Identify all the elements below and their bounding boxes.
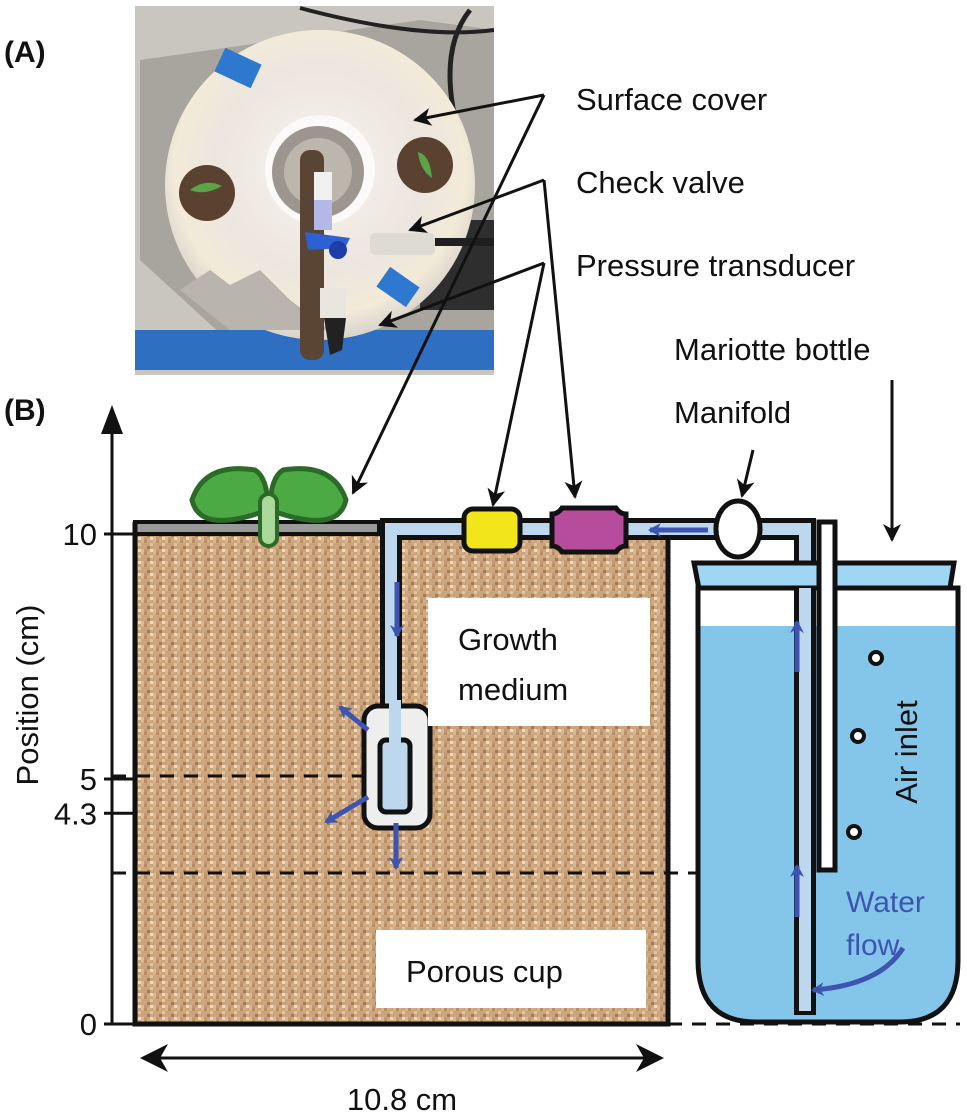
leader-surface-cover-diagram <box>351 94 546 495</box>
axis-arrow-icon <box>101 405 123 434</box>
pressure-transducer-photo <box>324 318 346 355</box>
panel-b-label: (B) <box>4 394 46 427</box>
container-walls <box>132 522 671 1027</box>
air-inlet-tube <box>816 519 838 873</box>
porous-cup <box>361 700 433 831</box>
flow-arrow-cup-downleft <box>324 794 370 825</box>
panel-a-label: (A) <box>4 36 46 69</box>
bottle-body <box>695 585 961 1025</box>
axis-tick-label: 4.3 <box>54 796 97 831</box>
label-surface-cover: Surface cover <box>576 82 767 117</box>
seedling-pot-left <box>179 165 235 221</box>
axis-title: Position (cm) <box>10 605 45 786</box>
flow-arrows <box>324 523 906 997</box>
label-water-flow-line2: flow <box>846 929 900 962</box>
position-axis: 10 54.3 0 Position (cm) <box>10 405 135 1042</box>
axis-tick-label: 5 <box>80 762 97 797</box>
check-valve-component <box>461 506 523 554</box>
axis-tick-label: 0 <box>80 1007 97 1042</box>
flow-arrow-curve <box>811 946 906 997</box>
label-width: 10.8 cm <box>347 1082 457 1117</box>
axis-tick-label: 10 <box>63 517 97 552</box>
dimension-arrow-right-icon <box>636 1044 664 1072</box>
dimension-arrow-left-icon <box>140 1044 168 1072</box>
check-valve-photo <box>370 233 435 255</box>
pressure-transducer-component <box>549 505 629 555</box>
label-air-inlet: Air inlet <box>889 700 924 804</box>
leader-check-valve-diagram <box>542 179 583 499</box>
label-growth-medium-line2: medium <box>458 672 568 707</box>
label-porous-cup: Porous cup <box>406 954 563 989</box>
label-check-valve: Check valve <box>576 165 745 200</box>
label-manifold: Manifold <box>674 395 791 430</box>
leader-pressure-transducer-photo <box>378 261 545 328</box>
label-mariotte-bottle: Mariotte bottle <box>674 332 870 367</box>
label-pressure-transducer: Pressure transducer <box>576 248 855 283</box>
manifold-component <box>713 498 763 560</box>
leader-surface-cover-photo <box>413 93 545 126</box>
surface-cover-bar <box>133 520 381 536</box>
air-bubble <box>850 728 866 744</box>
porous-cup-label-box <box>376 930 646 1008</box>
width-dimension: 10.8 cm <box>140 1044 664 1117</box>
air-bubble <box>846 824 862 840</box>
label-water-flow-line1: Water <box>846 886 925 919</box>
seedling-icon <box>189 466 349 548</box>
growth-medium-label-box <box>428 598 650 726</box>
setup-photo <box>135 6 494 375</box>
leader-check-valve-photo <box>408 178 545 233</box>
leader-manifold <box>736 449 755 498</box>
label-growth-medium-line1: Growth <box>458 622 558 657</box>
air-bubble <box>868 650 884 666</box>
mariotte-bottle <box>690 519 961 1025</box>
leader-pressure-transducer-diagram <box>487 262 546 507</box>
flow-arrow-cup-upleft <box>338 705 370 732</box>
